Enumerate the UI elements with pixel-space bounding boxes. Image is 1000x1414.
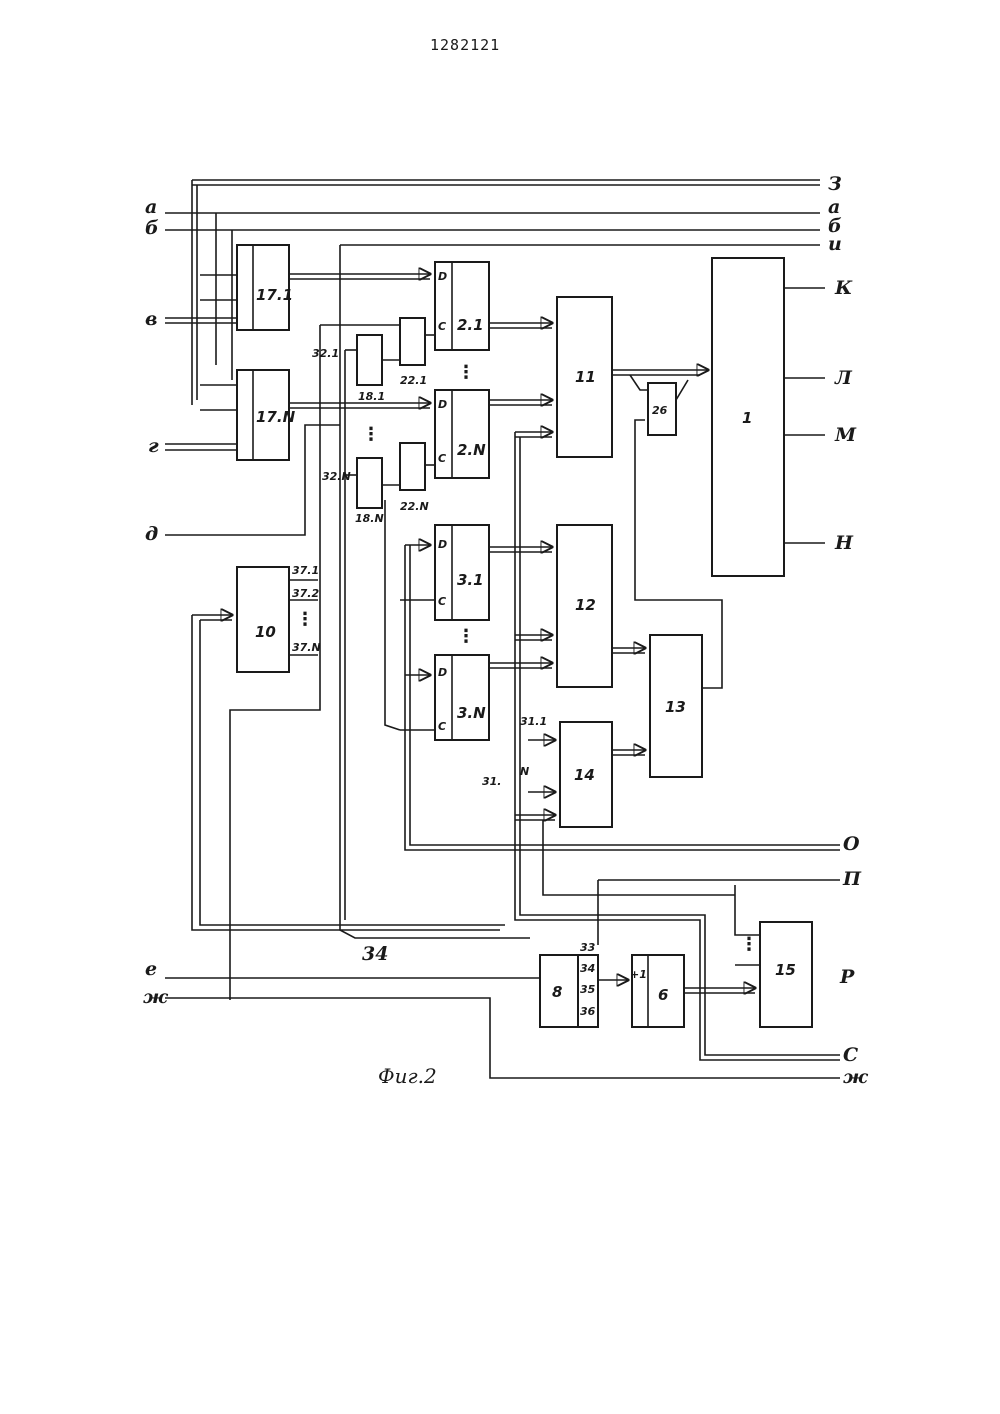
block-14-label: 14	[574, 766, 595, 784]
terminal-p: П	[842, 868, 862, 890]
label-37-2: 37.2	[292, 587, 319, 600]
terminal-s: С	[843, 1044, 858, 1066]
block-2-1-pin-c: C	[438, 320, 446, 333]
terminal-z: З	[828, 173, 842, 195]
block-22-1	[400, 318, 425, 365]
block-6-input-label: +1	[630, 968, 647, 981]
label-37-n: 37.N	[292, 641, 321, 654]
terminal-o: О	[843, 833, 860, 855]
label-35: 35	[580, 983, 596, 996]
block-26-label: 26	[652, 404, 668, 417]
label-32-n: 32.N	[322, 470, 351, 483]
terminal-e: е	[145, 958, 157, 980]
block-2-1-pin-d: D	[438, 270, 447, 283]
terminal-g: г	[148, 435, 159, 457]
block-11-label: 11	[575, 368, 596, 386]
terminal-m: М	[834, 424, 857, 446]
block-6-label: 6	[658, 986, 668, 1004]
block-3-n-pin-c: C	[438, 720, 446, 733]
block-2-n-pin-c: C	[438, 452, 446, 465]
label-37-1: 37.1	[292, 564, 319, 577]
block-10	[237, 567, 289, 672]
label-36: 36	[580, 1005, 596, 1018]
figure-caption: Фиг.2	[378, 1064, 437, 1088]
label-33: 33	[580, 941, 596, 954]
label-31: 31.	[482, 775, 502, 788]
terminal-v: в	[145, 308, 157, 330]
terminal-a-left: а	[145, 196, 157, 218]
block-12-label: 12	[575, 596, 596, 614]
ellipsis-37: ⋮	[296, 609, 314, 630]
block-15-label: 15	[775, 961, 796, 979]
terminal-d: д	[145, 523, 158, 545]
terminal-i: и	[828, 233, 842, 255]
block-2-n-pin-d: D	[438, 398, 447, 411]
terminal-zh-right: ж	[843, 1066, 869, 1088]
block-18-1-label: 18.1	[358, 390, 385, 403]
block-22-n	[400, 443, 425, 490]
ellipsis-15: ⋮	[740, 934, 758, 955]
block-8-label: 8	[552, 983, 562, 1001]
block-17-1-label: 17.1	[256, 286, 293, 304]
patent-number: 1282121	[430, 36, 500, 54]
ellipsis-2: ⋮	[457, 362, 475, 383]
terminal-l: Л	[834, 367, 853, 389]
block-18-n	[357, 458, 382, 508]
block-17-n-label: 17.N	[256, 408, 296, 426]
block-22-1-label: 22.1	[400, 374, 427, 387]
block-22-n-label: 22.N	[400, 500, 429, 513]
label-34: 34	[362, 943, 388, 965]
label-31-1: 31.1	[520, 715, 547, 728]
block-3-1-label: 3.1	[457, 571, 484, 589]
block-10-label: 10	[255, 623, 276, 641]
block-3-n-label: 3.N	[457, 704, 486, 722]
label-31-n: N	[520, 765, 529, 778]
block-3-n-pin-d: D	[438, 666, 447, 679]
block-2-1-label: 2.1	[457, 316, 484, 334]
block-13-label: 13	[665, 698, 686, 716]
ellipsis-3: ⋮	[457, 626, 475, 647]
block-18-1	[357, 335, 382, 385]
block-1-label: 1	[742, 409, 752, 427]
terminal-zh-left: ж	[143, 986, 169, 1008]
terminal-b-left: б	[145, 217, 159, 239]
label-34-out: 34	[580, 962, 595, 975]
block-3-1-pin-c: C	[438, 595, 446, 608]
block-3-1-pin-d: D	[438, 538, 447, 551]
block-2-n-label: 2.N	[457, 441, 486, 459]
label-32-1: 32.1	[312, 347, 339, 360]
ellipsis-18: ⋮	[362, 424, 380, 445]
terminal-n: Н	[834, 532, 854, 554]
block-18-n-label: 18.N	[355, 512, 384, 525]
terminal-k: К	[834, 277, 853, 299]
terminal-r: Р	[839, 966, 855, 988]
